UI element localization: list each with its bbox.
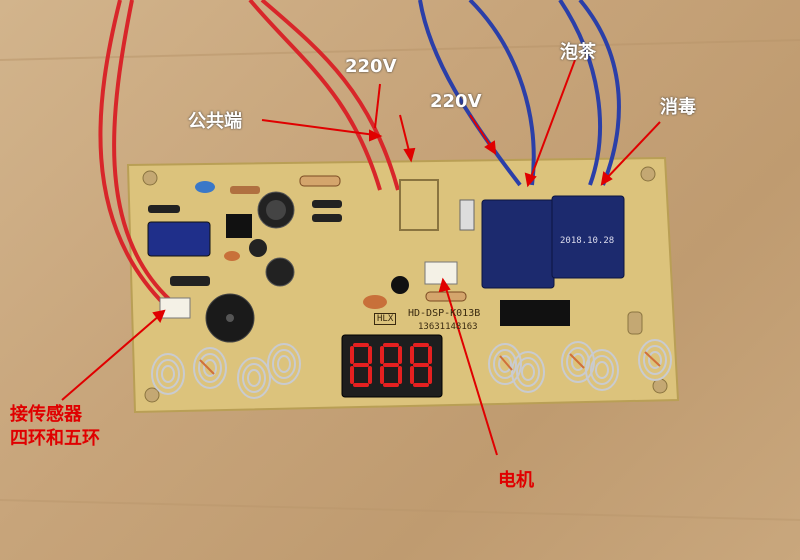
board-model-label: HD-DSP-K013B — [408, 308, 481, 319]
label-sensor-connection: 接传感器 四环和五环 — [10, 403, 100, 451]
annotation-arrows — [61, 59, 661, 456]
spring-contacts — [151, 339, 672, 399]
label-voltage-right: 220V — [430, 91, 482, 112]
label-brew-tea: 泡茶 — [560, 42, 596, 63]
board-phone-label: 13631148163 — [418, 322, 478, 332]
transformer — [147, 221, 211, 257]
label-sensor-line2: 四环和五环 — [10, 428, 100, 449]
label-sensor-line1: 接传感器 — [10, 404, 82, 425]
relay-date-label: 2018.10.28 — [560, 236, 615, 246]
label-common-terminal: 公共端 — [188, 111, 242, 132]
board-brand-label: HLX — [374, 313, 397, 325]
label-voltage-left: 220V — [345, 56, 397, 77]
label-motor: 电机 — [498, 470, 534, 491]
label-disinfect: 消毒 — [660, 97, 696, 118]
relay-2 — [551, 195, 625, 279]
